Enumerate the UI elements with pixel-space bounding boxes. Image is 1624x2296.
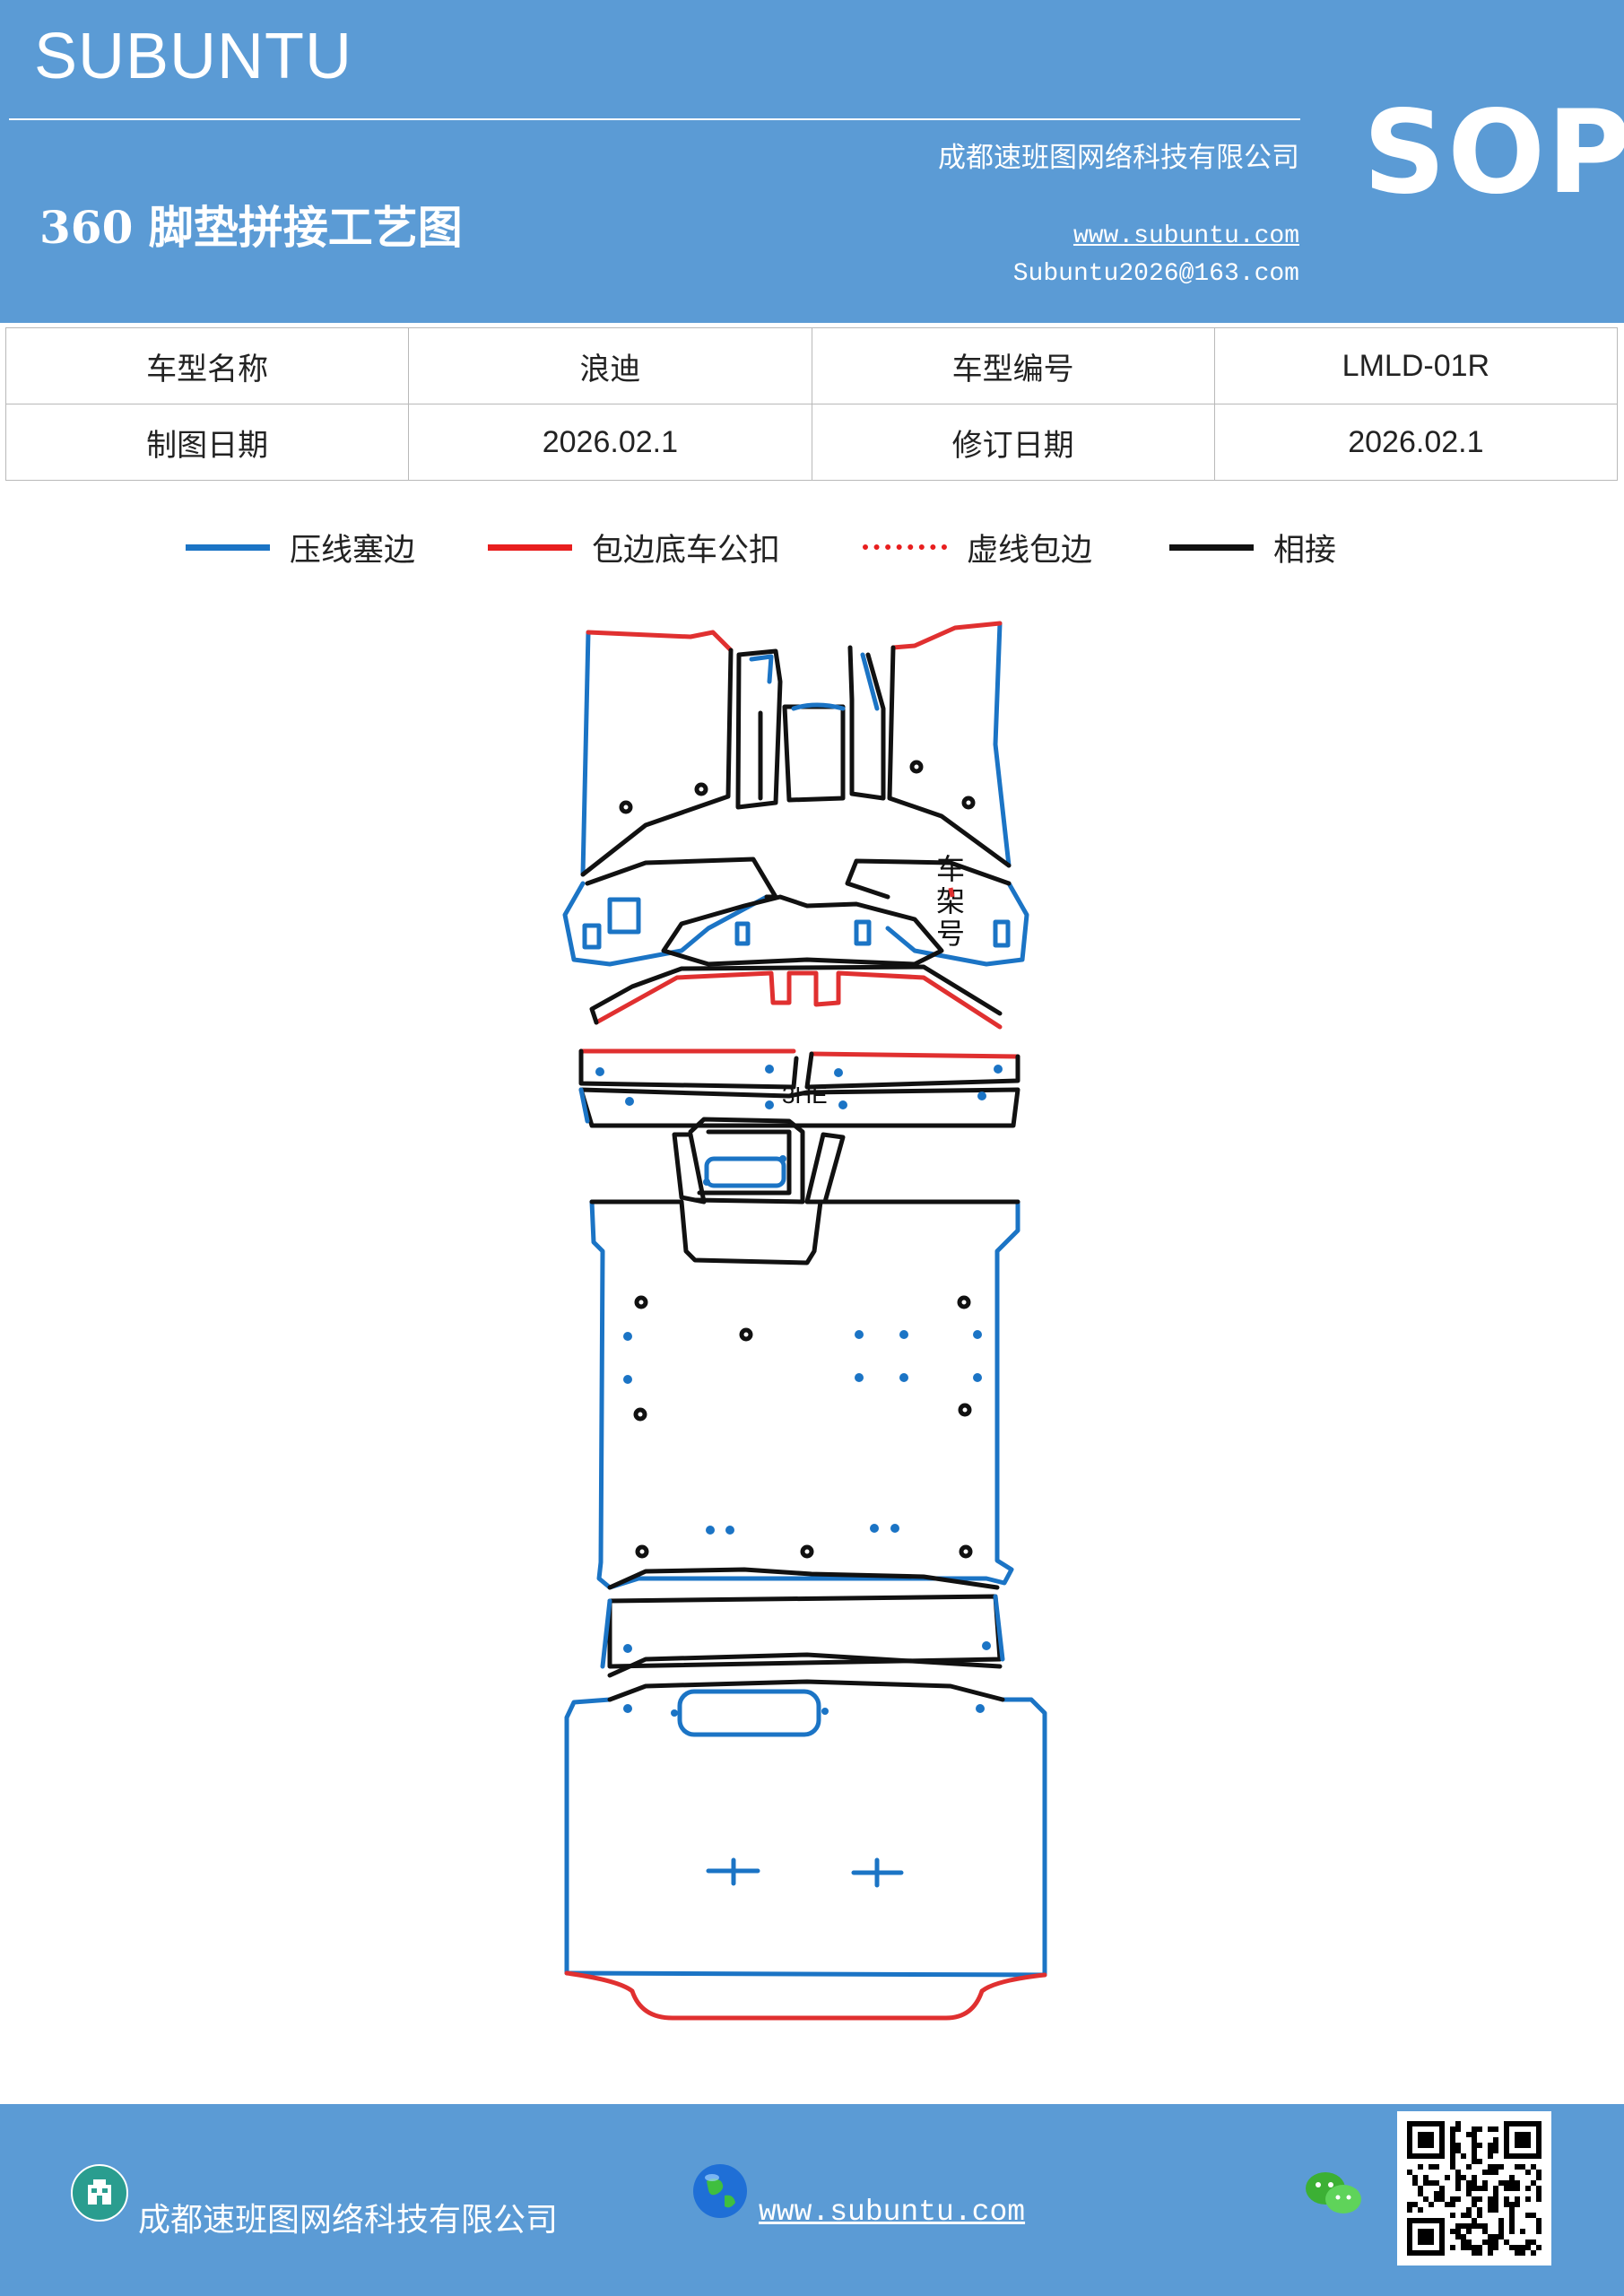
legend-label: 虚线包边 bbox=[967, 532, 1093, 569]
table-row: 制图日期 2026.02.1 修订日期 2026.02.1 bbox=[4, 404, 1619, 481]
draw-date-value: 2026.02.1 bbox=[408, 404, 812, 481]
qr-code[interactable] bbox=[1397, 2111, 1551, 2266]
mat-piece-front-panel bbox=[562, 881, 769, 967]
header-banner: SUBUNTU 成都速班图网络科技有限公司 360 脚垫拼接工艺图 www.su… bbox=[0, 0, 1624, 323]
model-code-value: LMLD-01R bbox=[1213, 327, 1619, 404]
mat-piece-main-floor bbox=[589, 1199, 1020, 1590]
model-code-label: 车型编号 bbox=[811, 327, 1215, 404]
header-website-link[interactable]: www.subuntu.com bbox=[1073, 222, 1299, 250]
legend-swatch-blue bbox=[186, 544, 270, 551]
header-email[interactable]: Subuntu2026@163.com bbox=[1012, 260, 1299, 288]
legend-swatch-black bbox=[1169, 544, 1254, 551]
legend-label: 压线塞边 bbox=[290, 532, 416, 569]
header-company: 成都速班图网络科技有限公司 bbox=[938, 142, 1299, 174]
legend-label: 包边底车公扣 bbox=[592, 532, 781, 569]
revise-date-label: 修订日期 bbox=[811, 404, 1215, 481]
mat-piece-center-tunnel bbox=[735, 648, 783, 810]
document-title: 360 脚垫拼接工艺图 bbox=[39, 201, 463, 254]
footer-banner: 成都速班图网络科技有限公司 www.subuntu.com bbox=[0, 2104, 1624, 2296]
model-name-label: 车型名称 bbox=[4, 327, 410, 404]
legend-item-join: 相接 bbox=[1169, 520, 1336, 574]
wechat-icon[interactable] bbox=[1302, 2167, 1365, 2221]
globe-icon bbox=[693, 2164, 747, 2218]
revise-date-value: 2026.02.1 bbox=[1213, 404, 1619, 481]
mat-piece-front-strip bbox=[594, 970, 1003, 1030]
draw-date-label: 制图日期 bbox=[4, 404, 410, 481]
center-mark-label: 3HE bbox=[782, 1082, 828, 1109]
legend-item-press-line: 压线塞边 bbox=[186, 520, 415, 574]
brand-name: SUBUNTU bbox=[34, 21, 353, 92]
mat-piece-third-row-strip bbox=[607, 1594, 1003, 1669]
legend-swatch-red-dotted bbox=[863, 544, 947, 550]
building-icon bbox=[71, 2164, 128, 2222]
legend: 压线塞边 包边底车公扣 虚线包边 相接 bbox=[0, 520, 1624, 574]
table-row: 车型名称 浪迪 车型编号 LMLD-01R bbox=[4, 327, 1619, 404]
mat-piece-rear-cargo bbox=[564, 1697, 1047, 1978]
floor-mat-diagram: 车架号 3HE bbox=[562, 621, 1047, 2021]
header-rule bbox=[9, 118, 1300, 120]
footer-website-link[interactable]: www.subuntu.com bbox=[759, 2196, 1026, 2229]
sop-badge: SOP bbox=[1363, 86, 1624, 220]
mat-piece-front-right bbox=[993, 621, 1012, 868]
info-table: 车型名称 浪迪 车型编号 LMLD-01R 制图日期 2026.02.1 修订日… bbox=[4, 327, 1619, 481]
footer-company: 成都速班图网络科技有限公司 bbox=[138, 2202, 559, 2239]
legend-swatch-red bbox=[488, 544, 572, 551]
mat-piece-front-left bbox=[580, 630, 591, 877]
legend-item-edge-wrap: 包边底车公扣 bbox=[488, 520, 780, 574]
legend-label: 相接 bbox=[1273, 532, 1337, 569]
frame-number-label: 车架号 bbox=[936, 852, 965, 951]
model-name-value: 浪迪 bbox=[408, 327, 812, 404]
legend-item-dotted-wrap: 虚线包边 bbox=[863, 520, 1092, 574]
